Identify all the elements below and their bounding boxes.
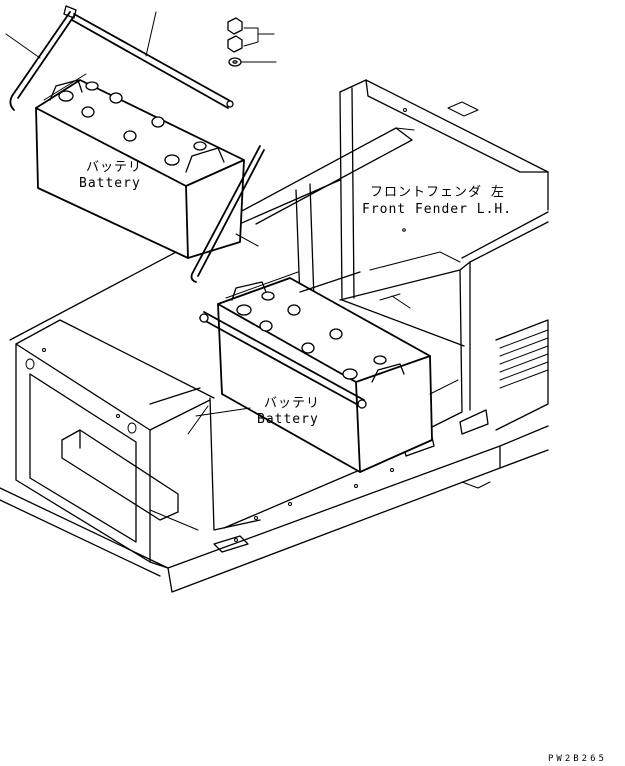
support-bar (239, 127, 415, 301)
upper-battery (35, 73, 245, 259)
lower-battery-label-jp: バッテリ (264, 396, 321, 411)
lower-battery (199, 271, 433, 473)
front-fender-label-en: Front Fender L.H. (362, 202, 513, 217)
nuts-and-washer (227, 17, 243, 67)
upper-battery-label-en: Battery (79, 176, 141, 191)
drawing-reference-number: PW2B265 (548, 754, 607, 764)
lower-battery-label-en: Battery (257, 412, 319, 427)
front-fender-label-jp: フロントフェンダ 左 (370, 185, 505, 200)
leader-lines (5, 11, 459, 435)
fender-mark (402, 228, 406, 232)
front-fender (339, 79, 549, 431)
left-box-frame (15, 319, 215, 569)
upper-battery-label-jp: バッテリ (86, 160, 143, 175)
hold-down-rods (9, 5, 265, 283)
